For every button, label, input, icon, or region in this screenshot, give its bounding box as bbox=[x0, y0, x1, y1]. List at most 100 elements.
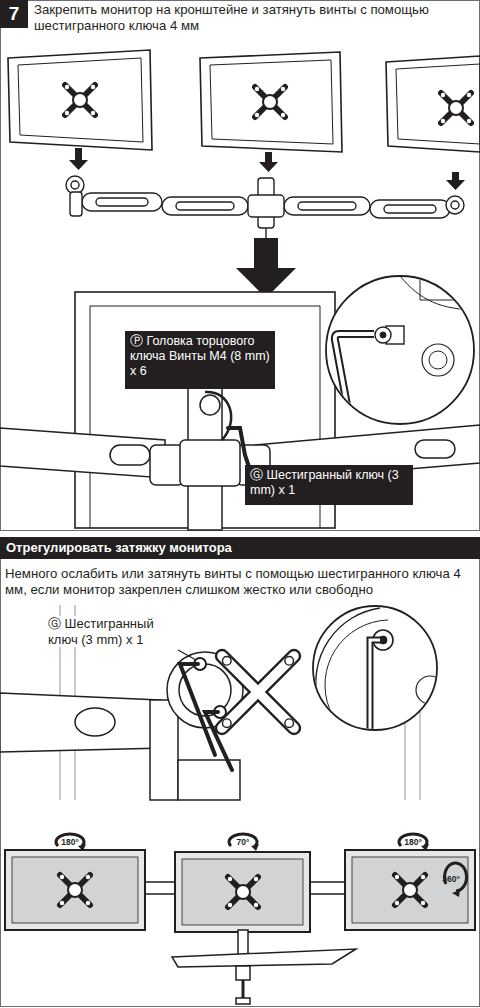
detail-circle bbox=[335, 334, 374, 432]
vesa-plate bbox=[222, 656, 294, 728]
monitor-back bbox=[18, 58, 143, 142]
detail-circle bbox=[370, 640, 380, 730]
monitor-back bbox=[420, 700, 421, 800]
vesa-plate bbox=[228, 877, 258, 907]
instruction-text: Закрепить монитор на кронштейне и затяну… bbox=[34, 2, 476, 34]
rotation-arrow bbox=[56, 834, 467, 891]
mount-arm bbox=[0, 652, 243, 800]
node-text: Ⓟ Головка торцового ключа Винты M4 (8 mm… bbox=[130, 334, 270, 379]
panel-frame bbox=[1, 538, 480, 1007]
rotation-arrow-head bbox=[78, 844, 460, 897]
instruction-text: Немного ослабить или затянуть винты с по… bbox=[5, 566, 477, 598]
detail-circle bbox=[326, 276, 480, 432]
detail-circle bbox=[380, 332, 386, 338]
desk-stand bbox=[242, 980, 245, 1000]
mount-arm bbox=[451, 201, 459, 209]
mount-arm bbox=[284, 197, 370, 215]
node-text: Ⓖ Шестигранный ключ (3 mm) x 1 bbox=[250, 468, 408, 498]
detail-circle bbox=[379, 636, 387, 644]
detail-circle bbox=[313, 606, 437, 730]
detail-circle bbox=[429, 351, 447, 369]
hex-key bbox=[180, 658, 232, 770]
monitor-front bbox=[182, 859, 303, 925]
detail-circle bbox=[400, 276, 480, 310]
vesa-plate bbox=[395, 875, 425, 905]
detail-circle bbox=[416, 676, 444, 704]
vesa-plate bbox=[441, 93, 471, 123]
vesa-plate bbox=[222, 656, 294, 728]
down-arrow bbox=[446, 172, 465, 190]
mount-arm bbox=[370, 200, 450, 218]
down-arrow bbox=[259, 152, 278, 172]
vesa-plate bbox=[255, 87, 285, 117]
desk-stand bbox=[238, 930, 248, 955]
vesa-plate bbox=[285, 656, 294, 665]
mount-arm bbox=[150, 445, 184, 485]
rotation-angle: 70° bbox=[229, 837, 257, 847]
monitor-back bbox=[200, 52, 342, 152]
mount-arm bbox=[71, 181, 79, 189]
detail-circle bbox=[326, 276, 474, 424]
detail-circle bbox=[335, 334, 374, 432]
mount-arm bbox=[446, 196, 464, 214]
mount-arm bbox=[200, 395, 220, 415]
desk-stand bbox=[172, 930, 356, 1004]
mount-arm bbox=[96, 198, 148, 206]
monitor-front bbox=[5, 850, 145, 930]
vesa-plate bbox=[222, 719, 231, 728]
mount-arm bbox=[384, 205, 436, 213]
section-header: Отрегулировать затяжку монитора bbox=[0, 537, 480, 559]
rotation-angle: 180° bbox=[56, 837, 84, 847]
monitor-front bbox=[352, 857, 468, 923]
rotation-arrow-head bbox=[251, 844, 259, 851]
monitor-back bbox=[8, 50, 480, 152]
panel-frame bbox=[1, 1, 480, 531]
mount-arm bbox=[298, 202, 356, 210]
step-number: 7 bbox=[0, 0, 28, 28]
hex-key bbox=[205, 712, 232, 770]
hex-key bbox=[228, 428, 250, 470]
mount-arm bbox=[110, 445, 150, 465]
node-text: Отрегулировать затяжку монитора bbox=[6, 540, 474, 556]
callout-box: Ⓖ Шестигранный ключ (3 mm) x 1 bbox=[245, 465, 413, 505]
vesa-plate bbox=[285, 719, 294, 728]
vesa-plate bbox=[65, 85, 471, 123]
monitor-front bbox=[12, 857, 138, 923]
node-text: 7 bbox=[0, 3, 28, 26]
detail-circle bbox=[375, 327, 391, 343]
rotation-arrow-head bbox=[452, 890, 460, 897]
rotation-angle: 180° bbox=[399, 837, 427, 847]
leader-line bbox=[178, 650, 196, 660]
desk-stand bbox=[236, 998, 250, 1004]
mount-arm bbox=[0, 693, 165, 752]
rotation-angle: 360° bbox=[437, 874, 465, 884]
mount-arm bbox=[415, 440, 455, 458]
detail-circle bbox=[313, 606, 444, 730]
vesa-plate bbox=[60, 875, 90, 905]
monitor-front bbox=[345, 850, 475, 930]
tool-label: Ⓖ Шестигранный ключ (3 mm) x 1 bbox=[48, 616, 183, 647]
down-arrow bbox=[69, 148, 88, 170]
big-arrow bbox=[236, 238, 296, 298]
mount-arm bbox=[0, 428, 165, 478]
callout-box: Ⓟ Головка торцового ключа Винты M4 (8 mm… bbox=[125, 331, 275, 389]
detail-circle bbox=[335, 276, 480, 432]
mount-arm bbox=[176, 202, 234, 210]
monitor-front bbox=[5, 850, 475, 932]
desk-stand bbox=[172, 949, 356, 967]
mount-arm bbox=[180, 440, 240, 486]
detail-circle bbox=[422, 344, 454, 376]
detail-circle bbox=[316, 608, 444, 730]
rotation-arrow-head bbox=[78, 844, 86, 851]
detail-circle bbox=[370, 640, 380, 730]
monitor-front bbox=[175, 852, 310, 932]
mount-arm bbox=[75, 708, 115, 736]
monitor-back bbox=[386, 56, 480, 152]
mount-arm bbox=[162, 197, 248, 215]
vesa-plate bbox=[60, 875, 425, 907]
detail-circle bbox=[420, 276, 475, 300]
mount-arm bbox=[66, 176, 464, 240]
monitor-back bbox=[396, 64, 480, 144]
